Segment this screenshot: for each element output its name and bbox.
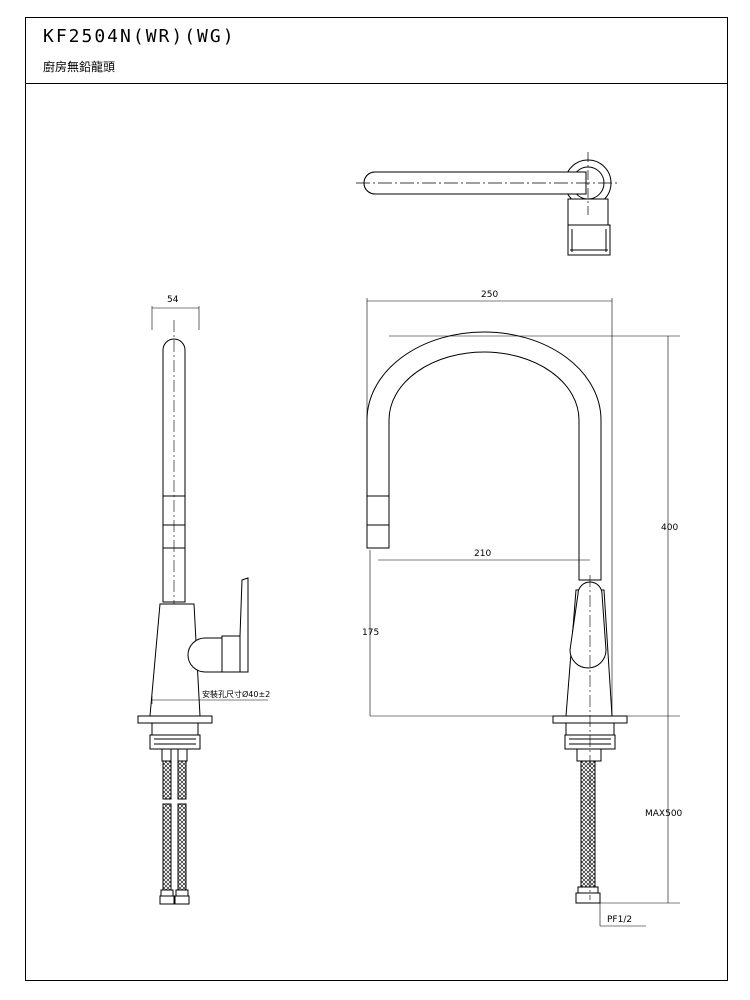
- spout-height-label: 175: [362, 628, 379, 638]
- top-view: [356, 152, 620, 256]
- spout-reach-label: 210: [474, 549, 491, 559]
- front-width-label: 250: [481, 290, 498, 300]
- height-label: 400: [661, 523, 678, 533]
- product-name: 廚房無鉛龍頭: [43, 60, 116, 74]
- hose-length-label: MAX500: [645, 809, 683, 819]
- side-view: [137, 306, 268, 905]
- side-width-label: 54: [167, 295, 179, 305]
- model-number: KF2504N(WR)(WG): [43, 26, 236, 47]
- thread-size-label: PF1/2: [607, 915, 632, 925]
- front-view: [366, 298, 680, 927]
- mounting-hole-label: 安裝孔尺寸Ø40±2: [202, 689, 270, 699]
- title-block: [25, 17, 728, 84]
